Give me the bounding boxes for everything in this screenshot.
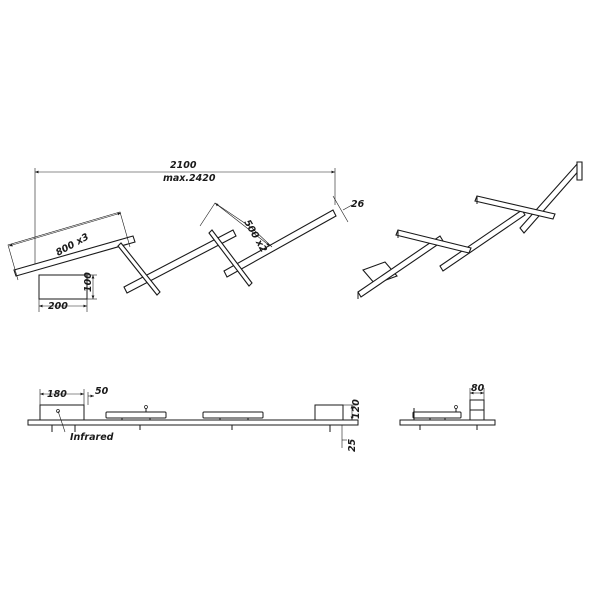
overall-length-dimension: 2100 max.2420	[34, 160, 336, 265]
infrared-sensor-icon	[56, 409, 60, 413]
iso-cross-1	[395, 229, 472, 254]
light-bar-3	[223, 209, 337, 278]
bar-width-label: 26	[351, 199, 365, 210]
base-plate-left	[38, 274, 88, 300]
iso-bar-1	[357, 235, 444, 298]
side-height-label: 120	[351, 399, 362, 419]
infrared-callout: Infrared	[57, 410, 114, 443]
top-view: 2100 max.2420 800 x3 500 x2 26	[7, 160, 365, 312]
side-light-bar-2	[202, 411, 264, 419]
end-light-bar	[412, 411, 462, 419]
end-view: 80	[399, 383, 496, 430]
bar-length-x2-label: 500 x2	[241, 218, 269, 255]
end-width-label: 80	[471, 383, 485, 394]
iso-end-post	[576, 161, 583, 181]
base-width-dimension: 200	[38, 299, 88, 312]
side-offset-dimension: 50	[87, 386, 109, 405]
base-depth-dimension: 100	[83, 272, 97, 300]
side-height-dimension: 120	[343, 399, 362, 421]
base-width-label: 200	[48, 301, 68, 312]
side-view: 180 50 120 25 Infrared	[27, 386, 362, 452]
side-thickness-label: 25	[347, 438, 358, 452]
side-light-bar-1	[105, 411, 167, 419]
end-width-dimension: 80	[469, 383, 485, 400]
bar-width-dimension: 26	[332, 195, 365, 223]
end-base-bar	[399, 419, 496, 426]
side-base-width-label: 180	[47, 389, 67, 400]
infrared-label: Infrared	[70, 432, 114, 443]
iso-bar-3	[519, 162, 583, 234]
side-offset-label: 50	[95, 386, 109, 397]
isometric-view	[357, 161, 583, 299]
base-depth-label: 100	[83, 272, 94, 292]
iso-cross-2	[474, 195, 556, 220]
side-right-box	[314, 404, 344, 421]
side-base-width-dimension: 180	[39, 389, 85, 405]
side-left-box	[39, 404, 85, 421]
max-length-label: max.2420	[163, 173, 216, 184]
iso-bar-2	[439, 209, 526, 272]
side-base-bar	[27, 419, 359, 426]
total-length-label: 2100	[170, 160, 197, 171]
side-thickness-dimension: 25	[341, 425, 358, 452]
